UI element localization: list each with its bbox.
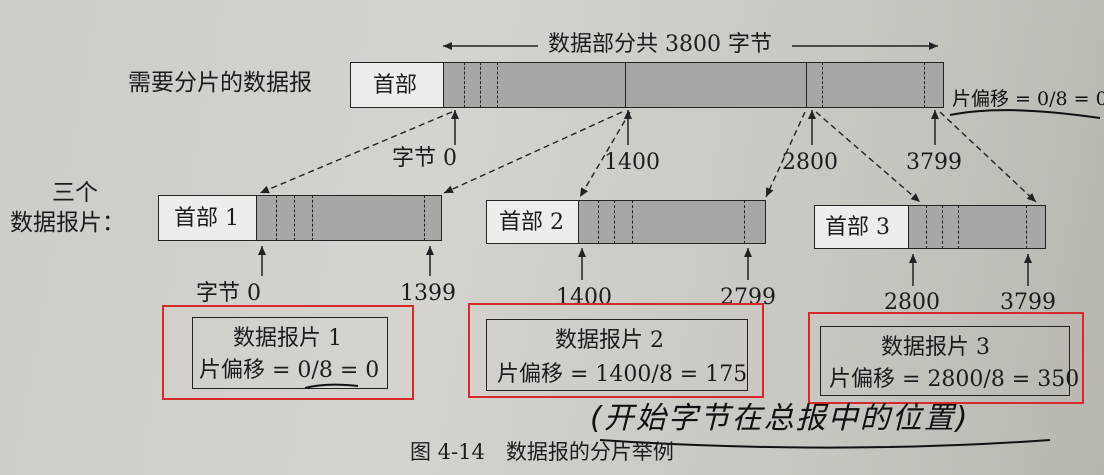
top-byte-2800: 2800 xyxy=(782,150,838,175)
fragment-1-header-box: 首部 1 xyxy=(158,195,258,241)
handwritten-note: (开始字节在总报中的位置) xyxy=(590,401,970,436)
fragment-3-info-box: 数据报片 3 片偏移 = 2800/8 = 350 xyxy=(820,326,1079,396)
fragment-1-dash-2 xyxy=(294,195,295,241)
fragment-2-info-title: 数据报片 2 xyxy=(555,328,664,353)
fragment-3-dash-2 xyxy=(942,205,943,249)
fragment-1-end-byte: 1399 xyxy=(400,281,456,306)
map-line-f2-start xyxy=(579,111,631,198)
fragment-1-info-box: 数据报片 1 片偏移 = 0/8 = 0 xyxy=(192,317,388,389)
fragment-3-data-area xyxy=(908,205,1046,249)
top-dash-2 xyxy=(480,62,481,108)
fragment-3-header-label: 首部 3 xyxy=(825,215,890,240)
fragment-3-dash-3 xyxy=(958,205,959,249)
fragment-3-header-box: 首部 3 xyxy=(814,205,910,249)
fragments-label-line1: 三个 xyxy=(52,180,98,206)
hw-underline-f1 xyxy=(304,383,359,389)
fragment-2-info-offset: 片偏移 = 1400/8 = 175 xyxy=(497,362,748,387)
figure-caption: 图 4-14 数据报的分片举例 xyxy=(410,440,674,464)
fragment-1-header-label: 首部 1 xyxy=(174,206,239,231)
fragment-1-data-area xyxy=(256,195,442,241)
fragment-3-start-byte: 2800 xyxy=(884,290,940,315)
top-data-area xyxy=(443,62,944,108)
hw-underline-top xyxy=(949,109,1101,119)
fragment-1-info-offset: 片偏移 = 0/8 = 0 xyxy=(199,358,380,383)
fragment-3-dash-4 xyxy=(1026,205,1027,249)
map-line-f3-end xyxy=(939,111,1037,203)
fragment-3-end-byte: 3799 xyxy=(1000,290,1056,315)
top-byte-1400: 1400 xyxy=(604,150,660,175)
top-byte-3799: 3799 xyxy=(906,150,962,175)
fragment-1-dash-1 xyxy=(276,195,277,241)
map-line-f3-start xyxy=(815,111,921,203)
fragment-3-dash-1 xyxy=(926,205,927,249)
fragment-3-info-title: 数据报片 3 xyxy=(881,335,990,360)
fragment-1-dash-4 xyxy=(424,195,425,241)
fragment-2-dash-3 xyxy=(632,200,633,244)
fragment-1-dash-3 xyxy=(312,195,313,241)
fragments-label-line2: 数据报片： xyxy=(10,210,125,236)
top-header-label: 首部 xyxy=(373,73,418,98)
top-offset-note: 片偏移 = 0/8 = 0 xyxy=(952,88,1104,110)
map-line-f1-end xyxy=(443,111,623,194)
top-dash-1 xyxy=(464,62,465,108)
fragment-2-header-label: 首部 2 xyxy=(499,210,564,235)
top-dash-3 xyxy=(497,62,498,108)
fragment-3-info-offset: 片偏移 = 2800/8 = 350 xyxy=(829,367,1080,392)
datagram-row-label: 需要分片的数据报 xyxy=(128,70,312,96)
fragment-2-dash-1 xyxy=(598,200,599,244)
fragment-1-info-highlight: 数据报片 1 片偏移 = 0/8 = 0 xyxy=(162,305,414,400)
top-byte-0: 字节 0 xyxy=(392,146,457,171)
fragment-2-header-box: 首部 2 xyxy=(486,200,580,244)
fragment-2-dash-4 xyxy=(744,200,745,244)
top-dash-4 xyxy=(822,62,823,108)
hw-underline-note xyxy=(599,439,1051,449)
fragment-2-dash-2 xyxy=(614,200,615,244)
fragment-2-info-box: 数据报片 2 片偏移 = 1400/8 = 175 xyxy=(486,319,748,391)
top-dash-5 xyxy=(924,62,925,108)
fragment-2-data-area xyxy=(578,200,766,244)
fragment-1-start-byte: 字节 0 xyxy=(196,281,261,306)
top-split-1400 xyxy=(625,62,626,108)
fragment-3-info-highlight: 数据报片 3 片偏移 = 2800/8 = 350 xyxy=(808,312,1084,404)
map-line-f1-start xyxy=(259,111,453,194)
fragment-1-info-title: 数据报片 1 xyxy=(233,326,342,351)
map-line-f2-end xyxy=(765,111,806,198)
data-span-label: 数据部分共 3800 字节 xyxy=(548,32,772,57)
top-header-box: 首部 xyxy=(350,62,444,108)
fragment-2-info-highlight: 数据报片 2 片偏移 = 1400/8 = 175 xyxy=(468,303,764,398)
top-split-2800 xyxy=(806,62,807,108)
